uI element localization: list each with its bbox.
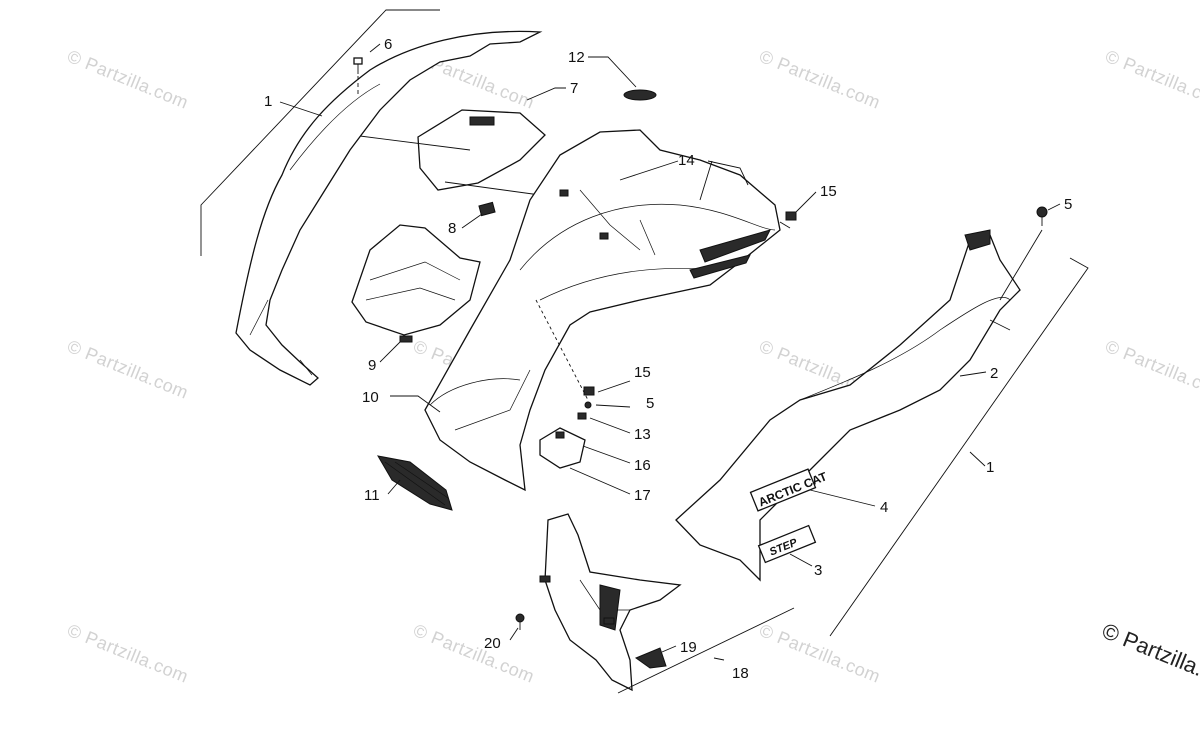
leader-line (1047, 203, 1061, 211)
leader-line (713, 657, 725, 661)
part-1-left-panel (235, 30, 543, 386)
callout-5-upper: 5 (1064, 196, 1072, 213)
part-19-insert (634, 647, 667, 669)
leader-line (795, 191, 817, 213)
callout-11: 11 (364, 487, 380, 504)
leader-line (279, 101, 323, 117)
leader-line (369, 43, 381, 53)
callout-1-left: 1 (264, 93, 272, 110)
leader-line (582, 445, 631, 464)
leader-line (969, 451, 986, 467)
callout-15-upper: 15 (820, 183, 837, 200)
callout-18: 18 (732, 665, 749, 682)
part-5-screw (1036, 206, 1048, 226)
hardware-group (539, 386, 595, 469)
part-12-badge (623, 89, 657, 101)
leader-line (379, 341, 401, 363)
part-8-clip (478, 201, 496, 217)
leader-bracket (617, 607, 795, 694)
leader-line (509, 627, 519, 641)
leader-line (789, 553, 813, 567)
callout-2: 2 (990, 365, 998, 382)
part-10-nose-cone (424, 129, 781, 492)
leader-line (809, 489, 876, 507)
leader-bracket (200, 9, 440, 256)
callout-4: 4 (880, 499, 888, 516)
callout-15-lower: 15 (634, 364, 651, 381)
leader-line (595, 404, 631, 408)
leader-line (589, 417, 631, 434)
callout-12: 12 (568, 49, 585, 66)
part-9-duct (351, 224, 481, 343)
callout-6: 6 (384, 36, 392, 53)
callout-7: 7 (570, 80, 578, 97)
leader-line (707, 160, 749, 186)
leader-line (390, 395, 441, 413)
callout-13: 13 (634, 426, 651, 443)
callout-5-lower: 5 (646, 395, 654, 412)
callout-1-right: 1 (986, 459, 994, 476)
callout-3: 3 (814, 562, 822, 579)
callout-8: 8 (448, 220, 456, 237)
leader-line (597, 380, 631, 393)
leader-line (588, 56, 637, 88)
callout-16: 16 (634, 457, 651, 474)
leader-line (461, 213, 483, 229)
callout-10: 10 (362, 389, 379, 406)
leader-line (661, 645, 677, 653)
part-20-screw (515, 613, 525, 630)
dash-line (359, 135, 471, 151)
leader-line (569, 467, 631, 495)
leader-line (387, 479, 401, 495)
dash-line (999, 229, 1043, 301)
part-18-lower-panel (539, 513, 682, 692)
part-2-right-panel (675, 229, 1021, 582)
part-7-panel (417, 109, 546, 191)
leader-bracket (829, 257, 1089, 637)
dash-line (535, 299, 589, 401)
leader-line (526, 87, 566, 101)
leader-line (959, 371, 987, 377)
callout-14: 14 (678, 152, 695, 169)
leader-line (699, 160, 713, 201)
dash-line (779, 221, 791, 229)
callout-9: 9 (368, 357, 376, 374)
leader-line (619, 160, 679, 181)
dash-line (444, 181, 541, 196)
part-3-decal: STEP (757, 524, 817, 564)
callout-17: 17 (634, 487, 651, 504)
callout-19: 19 (680, 639, 697, 656)
part-15-clip (785, 211, 797, 221)
part-11-grille (377, 455, 453, 511)
part-6-screw (353, 57, 363, 74)
callout-20: 20 (484, 635, 501, 652)
